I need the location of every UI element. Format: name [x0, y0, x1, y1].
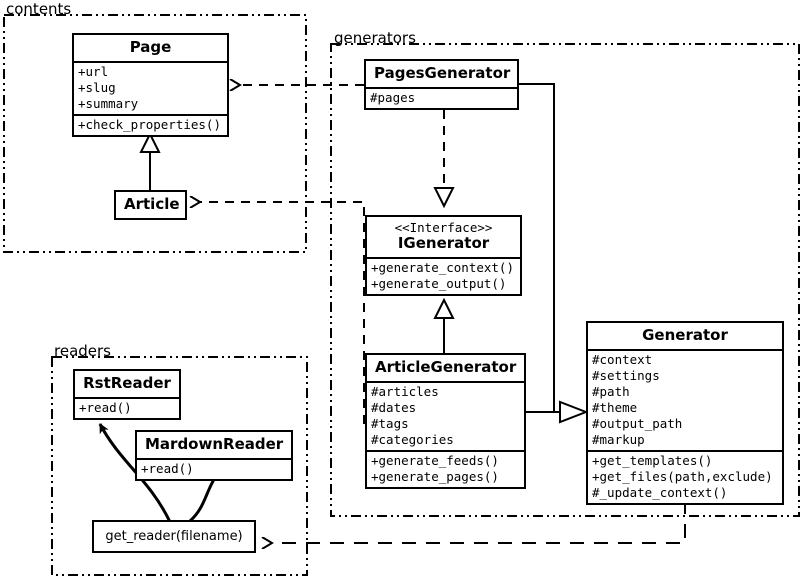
class-box-article[interactable]: Article: [114, 190, 187, 220]
class-name-generator: Generator: [642, 326, 728, 344]
class-name-rstreader: RstReader: [83, 374, 171, 392]
operation: +generate_output(): [371, 276, 507, 291]
relation-generator-depends-getreader: [272, 500, 686, 543]
operation: +generate_context(): [371, 260, 514, 275]
relation-articlegenerator-realizes-igenerator: [433, 297, 455, 354]
attribute: #path: [592, 384, 630, 399]
attribute: +url: [78, 64, 109, 79]
attribute: #dates: [371, 400, 417, 415]
class-operations-rstreader: +read(): [75, 397, 179, 418]
class-box-articlegenerator[interactable]: ArticleGenerator #articles #dates #tags …: [365, 353, 526, 489]
attribute: #context: [592, 352, 653, 367]
class-box-generator[interactable]: Generator #context #settings #path #them…: [586, 321, 784, 505]
attribute: #settings: [592, 368, 660, 383]
class-operations-page: +check_properties(): [74, 114, 227, 135]
class-attributes-pagesgenerator: #pages: [366, 87, 517, 108]
attribute: #output_path: [592, 416, 683, 431]
class-name-mardownreader: MardownReader: [145, 435, 284, 453]
operation: +get_templates(): [592, 453, 713, 468]
class-operations-generator: +get_templates() +get_files(path,exclude…: [588, 450, 782, 503]
class-box-mardownreader[interactable]: MardownReader +read(): [135, 430, 293, 481]
class-box-igenerator[interactable]: <<Interface>> IGenerator +generate_conte…: [365, 215, 522, 296]
package-label-contents: contents: [6, 0, 72, 18]
attribute: +slug: [78, 80, 116, 95]
attribute: #markup: [592, 432, 645, 447]
class-stereotype-igenerator: <<Interface>>: [394, 220, 493, 235]
relation-pagesgenerator-realizes-igenerator: [433, 110, 455, 209]
attribute: +summary: [78, 96, 139, 111]
attribute: #pages: [370, 90, 416, 105]
class-operations-articlegenerator: +generate_feeds() +generate_pages(): [367, 450, 524, 487]
attribute: #tags: [371, 416, 409, 431]
package-label-readers: readers: [54, 342, 111, 360]
operation: +check_properties(): [78, 117, 221, 132]
class-box-pagesgenerator[interactable]: PagesGenerator #pages: [364, 59, 519, 110]
function-box-get-reader[interactable]: get_reader(filename): [92, 520, 256, 553]
package-label-generators: generators: [334, 29, 416, 47]
class-attributes-articlegenerator: #articles #dates #tags #categories: [367, 381, 524, 450]
class-box-rstreader[interactable]: RstReader +read(): [73, 369, 181, 420]
class-box-page[interactable]: Page +url +slug +summary +check_properti…: [72, 33, 229, 137]
operation: +generate_pages(): [371, 469, 499, 484]
class-attributes-generator: #context #settings #path #theme #output_…: [588, 349, 782, 450]
function-label-get-reader: get_reader(filename): [105, 529, 243, 544]
attribute: #articles: [371, 384, 439, 399]
operation: +read(): [79, 400, 132, 415]
class-attributes-page: +url +slug +summary: [74, 61, 227, 114]
class-operations-igenerator: +generate_context() +generate_output(): [367, 257, 520, 294]
class-name-igenerator: IGenerator: [397, 234, 490, 252]
relation-articlegenerator-depends-article: [200, 202, 365, 424]
class-name-pagesgenerator: PagesGenerator: [374, 64, 511, 82]
relation-article-inherits-page: [139, 131, 161, 191]
operation: +get_files(path,exclude): [592, 469, 773, 484]
class-name-articlegenerator: ArticleGenerator: [375, 358, 517, 376]
operation: #_update_context(): [592, 485, 728, 500]
class-name-page: Page: [129, 38, 172, 56]
operation: +generate_feeds(): [371, 453, 499, 468]
attribute: #categories: [371, 432, 454, 447]
operation: +read(): [141, 461, 194, 476]
relation-articlegenerator-inherits-generator: [526, 400, 589, 424]
attribute: #theme: [592, 400, 638, 415]
class-name-article: Article: [124, 195, 180, 213]
class-operations-mardownreader: +read(): [137, 458, 291, 479]
